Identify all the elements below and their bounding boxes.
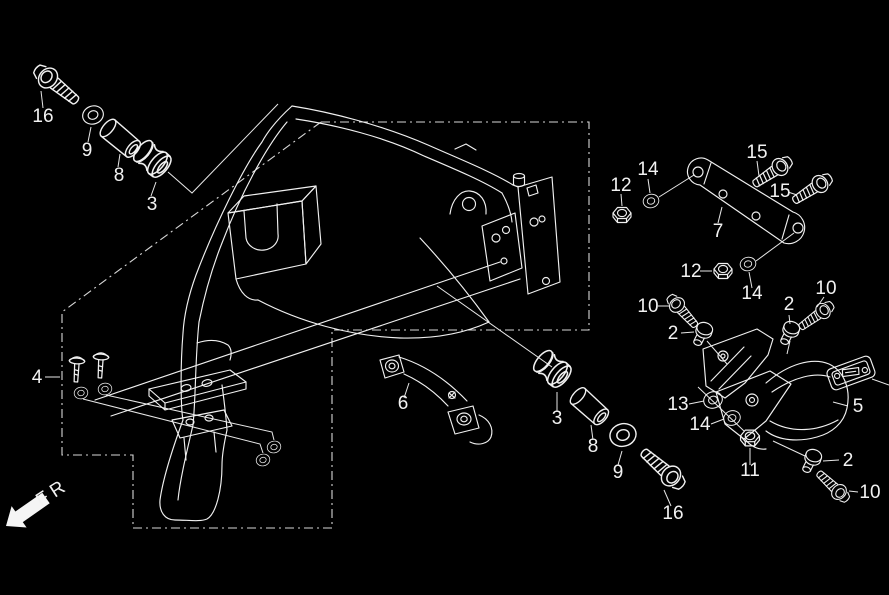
fr-arrow-icon (6, 492, 50, 528)
leader-line (717, 206, 723, 224)
washer-part (96, 381, 114, 397)
callout-14: 14 (689, 414, 711, 435)
grommet-part (129, 136, 176, 182)
assembly-boundary (61, 121, 590, 529)
leader-line (663, 489, 672, 507)
leader-line (167, 103, 279, 194)
leader-line (786, 340, 791, 355)
leader-line (436, 285, 553, 368)
washer-part (700, 388, 726, 412)
flange-bolt-part (28, 59, 85, 111)
collar-part (96, 115, 145, 161)
leader-line (647, 178, 651, 194)
callout-12: 12 (680, 261, 701, 282)
washer-part (72, 385, 90, 401)
leader-line (788, 314, 791, 325)
washer-part (721, 407, 743, 429)
nut-part (612, 206, 632, 224)
grommet-part (529, 346, 576, 392)
leader-line (40, 90, 44, 109)
callout-16: 16 (32, 106, 53, 127)
leader-line (755, 232, 795, 262)
leader-line (848, 490, 859, 493)
callout-14: 14 (637, 159, 659, 180)
callout-16: 16 (662, 503, 683, 524)
callout-4: 4 (32, 367, 43, 388)
collar-part (566, 384, 613, 429)
callout-10: 10 (815, 278, 836, 299)
leader-line (772, 440, 806, 457)
washer-part (79, 102, 107, 128)
callout-12: 12 (610, 175, 631, 196)
screw-part (67, 355, 86, 383)
plate-artwork (826, 355, 876, 391)
leader-line (617, 450, 623, 466)
hardware-parts (28, 59, 854, 507)
leader-line (832, 401, 849, 407)
leader-line (710, 418, 725, 425)
leader-line (680, 331, 695, 334)
callout-10: 10 (859, 482, 880, 503)
mud-flap-5-artwork (702, 328, 849, 450)
grommet-bush-part (690, 319, 715, 349)
rear-fender-artwork (94, 105, 561, 522)
callout-3: 3 (552, 408, 563, 429)
leader-line (105, 394, 275, 441)
callout-6: 6 (398, 393, 409, 414)
flange-bolt-part (812, 466, 854, 507)
leader-line (756, 160, 760, 177)
callout-5: 5 (853, 396, 864, 417)
callout-3: 3 (147, 194, 158, 215)
leader-line (117, 153, 121, 168)
screw-part (91, 351, 110, 379)
leader-line (620, 193, 623, 207)
callout-13: 13 (667, 394, 688, 415)
flange-bolt-part (794, 297, 838, 335)
callout-9: 9 (82, 140, 93, 161)
washer-part (738, 255, 758, 273)
nut-part (713, 262, 733, 280)
leader-line (590, 424, 594, 441)
flange-bolt-part (635, 442, 691, 495)
callout-8: 8 (588, 436, 599, 457)
leader-lines (40, 90, 889, 507)
leader-line (82, 398, 264, 454)
leader-line (871, 378, 889, 386)
leader-line (658, 174, 695, 198)
flange-bolt-part (788, 168, 837, 210)
callout-11: 11 (740, 460, 760, 481)
fr-direction-indicator: FR (6, 474, 73, 528)
washer-part (606, 420, 640, 450)
boundary-outline (61, 121, 590, 529)
washer-part (254, 452, 272, 468)
leader-line (706, 340, 728, 365)
leader-line (688, 400, 705, 405)
leader-line (748, 271, 753, 289)
callout-15: 15 (746, 142, 767, 163)
callout-2: 2 (668, 323, 679, 344)
callout-2: 2 (784, 294, 795, 315)
washer-part (265, 439, 283, 455)
bracket-6-artwork (379, 354, 493, 445)
callout-15: 15 (769, 181, 790, 202)
callout-8: 8 (114, 165, 125, 186)
leader-line (87, 126, 92, 143)
leader-line (822, 459, 840, 462)
callout-2: 2 (843, 450, 854, 471)
leader-line (150, 181, 157, 197)
callout-9: 9 (613, 462, 624, 483)
bracket-7-artwork (686, 157, 806, 245)
callout-7: 7 (713, 221, 724, 242)
callout-10: 10 (637, 296, 658, 317)
washer-part (641, 192, 661, 210)
leader-line (816, 296, 825, 308)
callout-14: 14 (741, 283, 763, 304)
leader-line (403, 382, 410, 399)
